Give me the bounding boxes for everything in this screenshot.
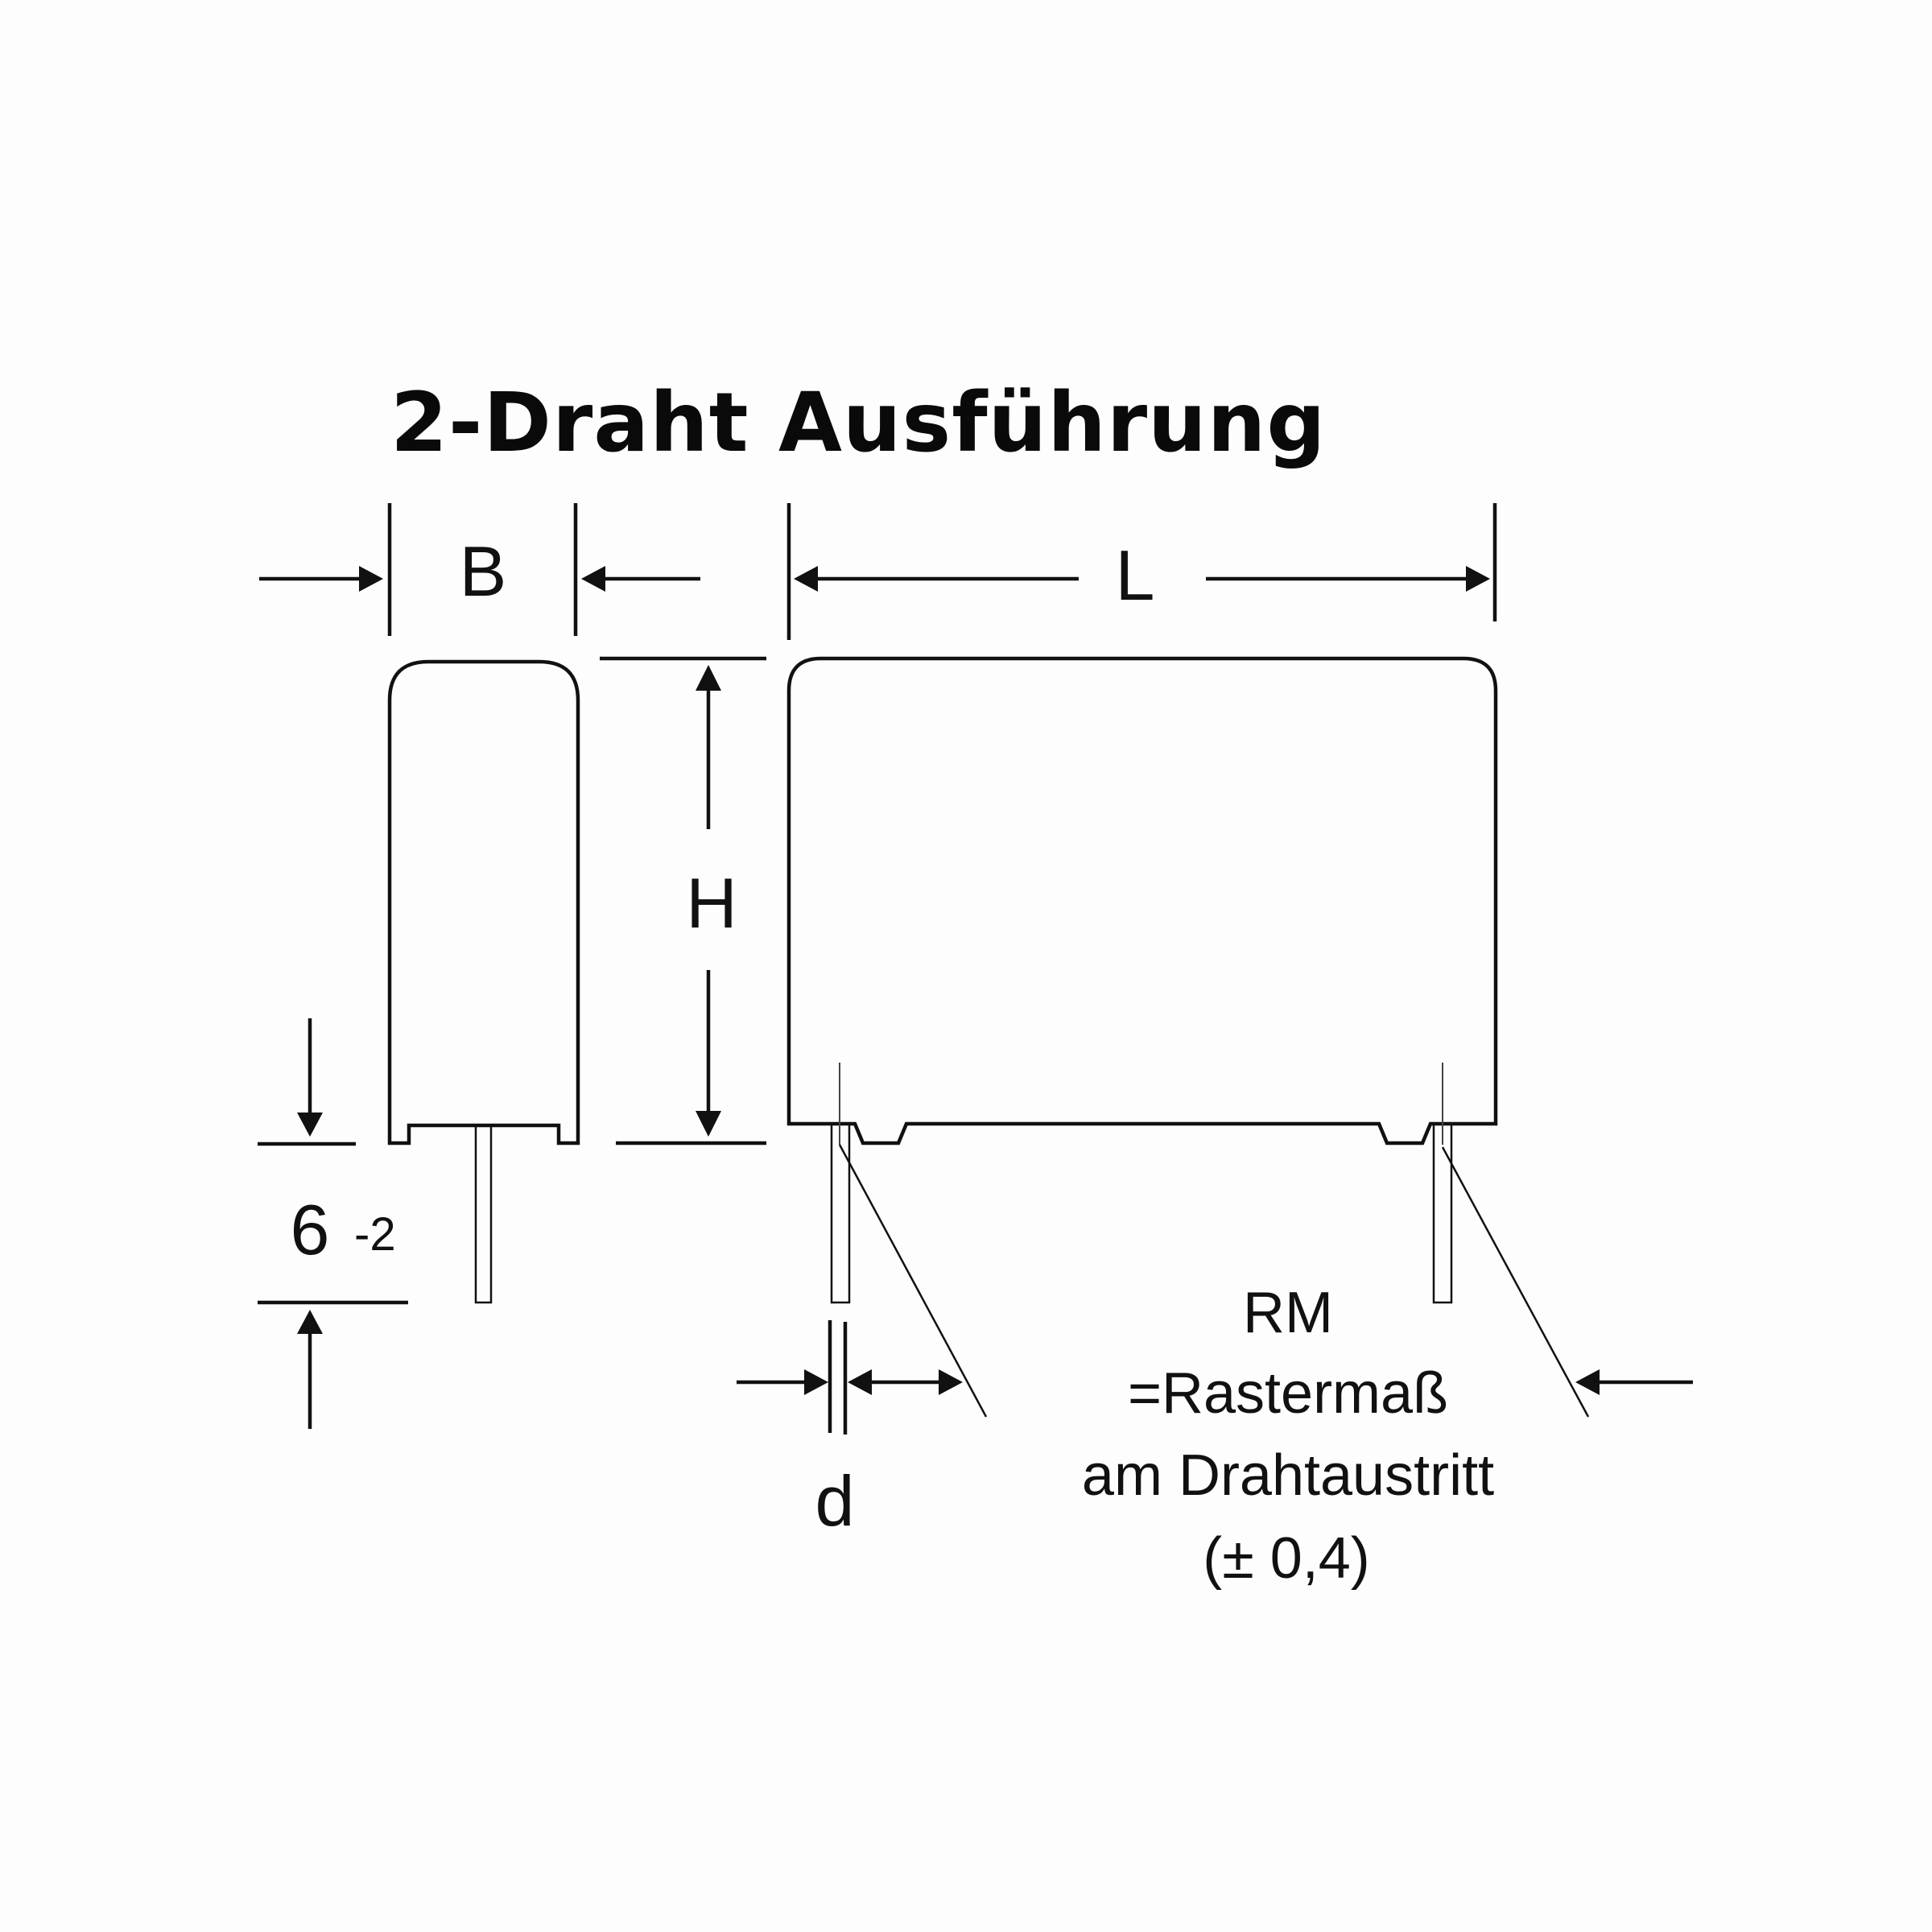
height-dimension xyxy=(600,656,766,1146)
width-dimension-arrows xyxy=(259,566,700,592)
lead-length-dimension xyxy=(258,1018,408,1429)
front-lead-right xyxy=(1432,1122,1453,1304)
side-view: B xyxy=(259,503,700,1304)
pitch-note: RM =Rastermaß am Drahtaustritt (± 0,4) xyxy=(1082,1281,1494,1591)
note-line-3: am Drahtaustritt xyxy=(1082,1443,1494,1508)
front-view: L xyxy=(786,503,1590,1418)
capacitor-side-body xyxy=(387,659,580,1146)
capacitor-front-body xyxy=(786,656,1498,1146)
wire-diameter-dimension xyxy=(737,1320,963,1435)
front-lead-left xyxy=(830,1122,851,1304)
note-line-1: RM xyxy=(1243,1281,1333,1345)
length-dimension-arrows xyxy=(794,566,1490,592)
length-label: L xyxy=(1116,535,1155,615)
lead-length-value: 6 xyxy=(291,1190,330,1269)
width-label: B xyxy=(460,531,507,611)
note-line-2: =Rastermaß xyxy=(1128,1361,1448,1426)
wire-diameter-label: d xyxy=(815,1461,855,1541)
height-label: H xyxy=(686,863,737,943)
pitch-leader-right xyxy=(1441,1146,1590,1418)
note-line-4: (± 0,4) xyxy=(1203,1526,1370,1591)
page-title: 2-Draht Ausführung xyxy=(390,375,1326,471)
lead-length-tolerance: -2 xyxy=(354,1208,396,1261)
pitch-arrow xyxy=(1575,1369,1693,1395)
side-lead xyxy=(474,1124,493,1304)
pitch-leader-left xyxy=(838,1144,988,1418)
